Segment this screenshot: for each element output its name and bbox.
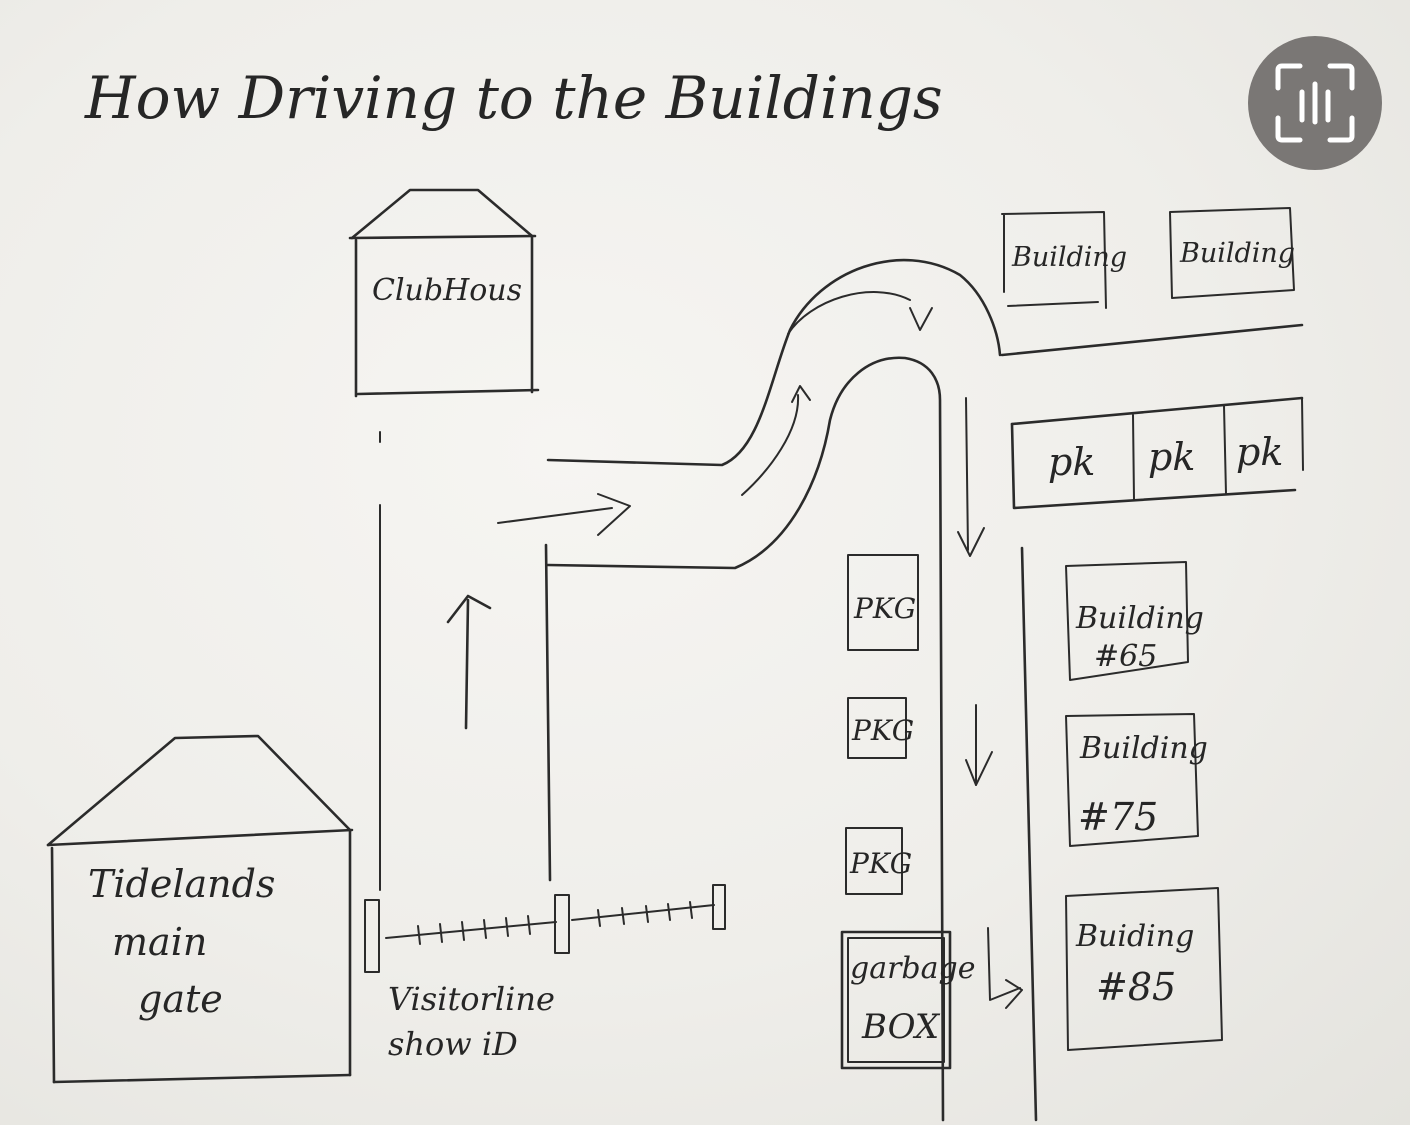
main-gate-label-line1: Tidelands xyxy=(88,862,275,906)
pk-label-1: pk xyxy=(1048,440,1095,484)
text-scan-icon xyxy=(1275,63,1355,143)
building-85-label-line1: Buiding xyxy=(1075,919,1194,954)
building-85: Buiding #85 xyxy=(1065,887,1223,1051)
winding-road xyxy=(497,258,1023,1122)
pkg-spot-3: PKG xyxy=(845,827,912,895)
main-gate: Tidelands main gate xyxy=(46,734,354,1084)
gate-barrier: Visitorline show iD xyxy=(364,884,726,1063)
text-scan-button[interactable] xyxy=(1248,36,1382,170)
building-75: Building #75 xyxy=(1065,713,1208,847)
entrance-road xyxy=(379,431,552,891)
clubhouse-label: ClubHous xyxy=(372,273,522,308)
building-85-label-line2: #85 xyxy=(1096,965,1176,1009)
visitor-line-label-line2: show iD xyxy=(388,1025,518,1063)
building-65: Building #65 xyxy=(1065,561,1204,681)
pkg-label-3: PKG xyxy=(849,847,912,880)
pkg-label-2: PKG xyxy=(851,714,914,747)
building-65-label-line2: #65 xyxy=(1094,639,1157,674)
building-65-label-line1: Building xyxy=(1075,601,1204,636)
pkg-spot-1: PKG xyxy=(847,554,919,651)
top-right-building-label: Building xyxy=(1179,238,1295,269)
top-left-building-label: Building xyxy=(1011,242,1127,273)
garbage-box-label-line1: garbage xyxy=(850,951,975,986)
building-75-label-line2: #75 xyxy=(1078,795,1158,839)
building-75-label-line1: Building xyxy=(1079,731,1208,766)
pk-label-2: pk xyxy=(1148,435,1195,479)
garbage-box: garbage BOX xyxy=(840,930,975,1070)
visitor-line-label-line1: Visitorline xyxy=(388,980,555,1018)
main-gate-label-line2: main xyxy=(112,920,207,964)
pkg-label-1: PKG xyxy=(853,592,916,625)
top-street: pk pk pk xyxy=(1000,323,1304,510)
main-gate-label-line3: gate xyxy=(138,977,223,1021)
clubhouse: ClubHous xyxy=(348,188,540,398)
map-title: How Driving to the Buildings xyxy=(84,64,943,132)
garbage-box-label-line2: BOX xyxy=(861,1007,941,1047)
pkg-spot-2: PKG xyxy=(847,697,914,759)
side-road-edge xyxy=(1020,546,1038,1122)
pk-label-3: pk xyxy=(1236,430,1283,474)
top-left-building: Building xyxy=(1001,211,1127,309)
top-right-building: Building xyxy=(1169,207,1295,299)
